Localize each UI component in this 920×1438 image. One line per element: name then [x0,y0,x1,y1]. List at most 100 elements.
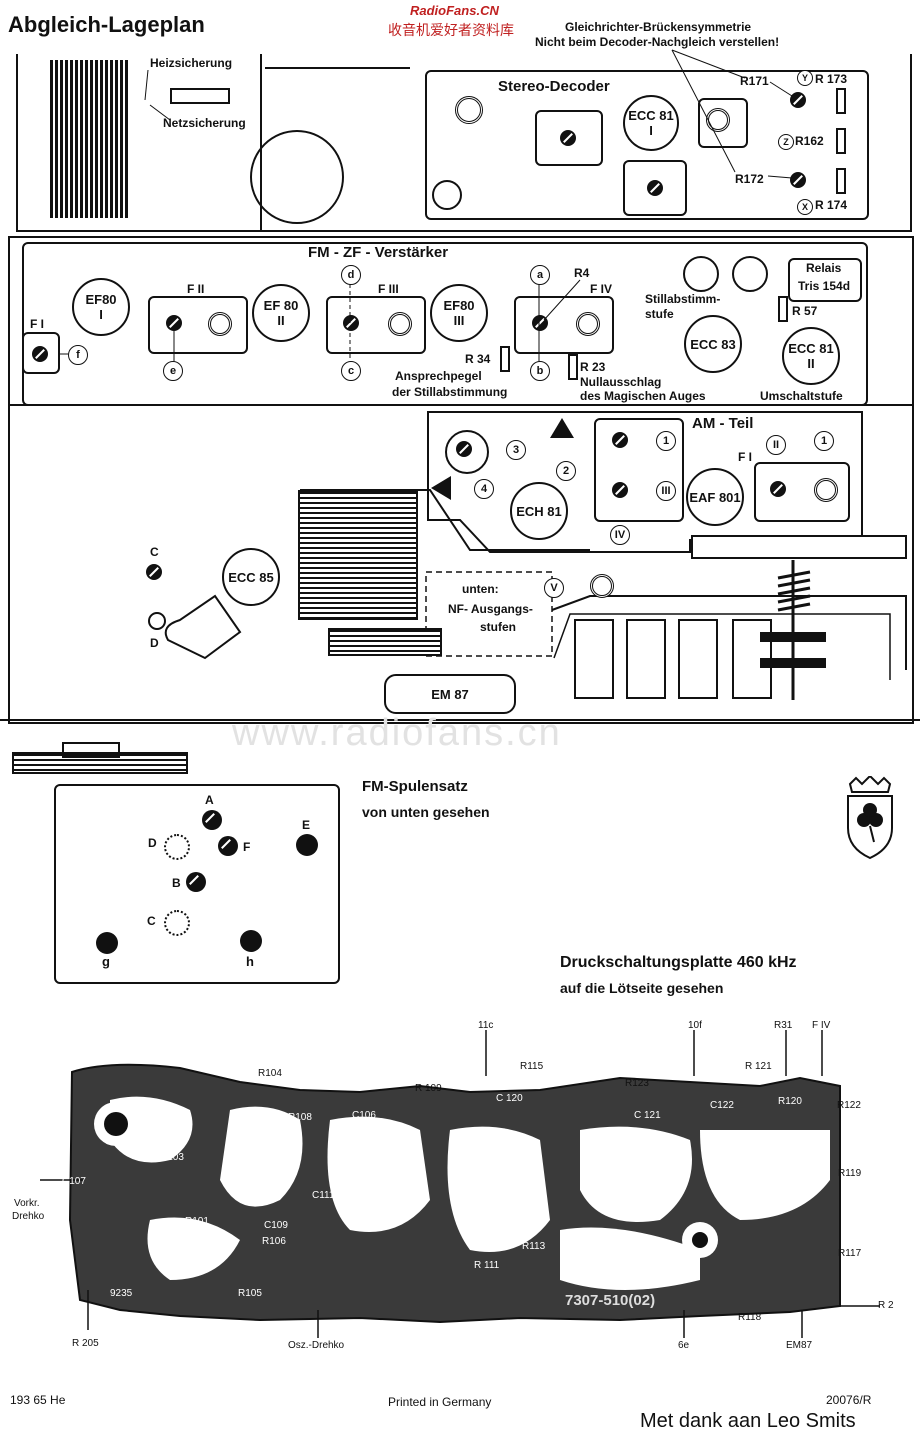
trimmer-r23[interactable] [568,354,578,380]
mark-f: f [68,345,88,365]
spule-F[interactable] [218,836,238,856]
fIII-core[interactable] [343,315,359,331]
pcb-label-r101: R101 [185,1216,209,1227]
am-fI-label: F I [738,450,752,464]
fIII-coil[interactable] [388,312,412,336]
spulensatz-drum [12,752,188,774]
tube-em87: EM 87 [384,674,516,714]
trimmer-r34[interactable] [500,346,510,372]
pcb-artwork [40,1030,880,1338]
decoder-can-2 [623,160,687,216]
decoder-can [535,110,603,166]
tube-ech81-name: ECH 81 [516,503,562,519]
am-fI-coil[interactable] [814,478,838,502]
osc-core-c[interactable] [146,564,162,580]
spule-D[interactable] [164,834,190,860]
osc-core-d[interactable] [148,612,166,630]
trimmer-r174[interactable] [836,168,846,194]
tube-ef80-2-name: EF 80 [263,298,299,313]
pcb-label-vorkr-2: Drehko [12,1211,45,1222]
spule-g[interactable] [96,932,118,954]
fIV-coil[interactable] [576,312,600,336]
r171-label: R171 [740,74,769,88]
footer-left: 193 65 He [10,1393,66,1407]
decoder-title: Stereo-Decoder [498,78,610,95]
decoder-coil-1[interactable] [455,96,483,124]
unten-label-3: stufen [480,620,516,634]
spulensatz-shaft [62,742,120,758]
pcb-label-c121: C 121 [634,1110,661,1121]
pcb-label-c107: C107 [62,1176,86,1187]
decoder-pot-2[interactable] [647,180,663,196]
trimmer-r57[interactable] [778,296,788,322]
tube-ef80-2: EF 80 II [252,284,310,342]
r57-label: R 57 [792,304,818,318]
fm-title: FM - ZF - Verstärker [308,244,449,261]
spule-A[interactable] [202,810,222,830]
am-trimmer-2[interactable] [550,418,574,438]
tube-ecc85: ECC 85 [222,548,280,606]
watermark-mid: www.radiofans.cn [232,712,562,754]
pcb-label-r114: R114 [478,1182,502,1193]
netzsicherung-label: Netzsicherung [163,116,246,130]
mark-am-1a: 1 [656,431,676,451]
r34-label: R 34 [465,352,491,366]
trimmer-r162[interactable] [836,128,846,154]
nf-trimmer[interactable] [590,574,614,598]
tube-ecc85-name: ECC 85 [228,569,274,585]
spule-E[interactable] [296,834,318,856]
fIII-label: F III [378,282,399,296]
decoder-coil-2[interactable] [706,108,730,132]
am-core-3[interactable] [456,441,472,457]
tube-eaf801-name: EAF 801 [689,489,741,505]
footer-right-code: 20076/R [826,1393,872,1407]
relais-label-1: Relais [806,261,842,275]
fII-coil[interactable] [208,312,232,336]
am-core-1[interactable] [612,432,628,448]
am-core-III[interactable] [612,482,628,498]
am-trimmer-4[interactable] [431,476,451,500]
am-filter-box [594,418,684,522]
watermark-cn: 收音机爱好者资料库 [388,22,514,38]
trimmer-r173[interactable] [836,88,846,114]
lower-chassis-frame [8,406,914,724]
decoder-pot-1[interactable] [560,130,576,146]
pcb-label-r118: R118 [738,1312,762,1323]
spule-B[interactable] [186,872,206,892]
fII-core[interactable] [166,315,182,331]
r174-label: R 174 [815,198,848,212]
pcb-label-r108: R108 [288,1112,312,1123]
am-fI-core[interactable] [770,481,786,497]
pcb-label-r106: R106 [262,1236,286,1247]
footer-center: Printed in Germany [388,1395,492,1409]
pcb-label-c109: C109 [264,1220,288,1231]
pcb-label-r104: R104 [258,1068,282,1079]
c-label: C [150,545,159,559]
pcb-label-r115: R115 [520,1061,544,1072]
unten-label-1: unten: [462,582,499,596]
pcb-label-c119: C119 [506,1150,530,1161]
tube-ecc81-2: ECC 81 II [782,327,840,385]
fIV-core[interactable] [532,315,548,331]
spule-h[interactable] [240,930,262,952]
tube-ech81: ECH 81 [510,482,568,540]
mark-am-4: 4 [474,479,494,499]
mark-am-III: III [656,481,676,501]
pcb-subtitle: auf die Lötseite gesehen [560,980,724,996]
fI-core[interactable] [32,346,48,362]
decoder-coil-box [698,98,748,148]
pcb-label-c111: C111 [312,1190,335,1201]
d-label: D [150,636,159,650]
stillabstimm-label-1: Stillabstimm- [645,292,721,306]
heizsicherung-label: Heizsicherung [150,56,233,70]
transformer-frame [16,54,262,230]
tube-ef80-3-num: III [453,313,465,328]
spule-C[interactable] [164,910,190,936]
pcb-label-c106: C106 [352,1110,376,1121]
pcb-board-number: 7307-510(02) [565,1292,656,1309]
trimmer-r171[interactable] [790,92,806,108]
pcb-label-r111: R 111 [474,1260,500,1271]
am-coil-3[interactable] [445,430,489,474]
pcb-label-osz: Osz.-Drehko [288,1340,345,1351]
trimmer-r172[interactable] [790,172,806,188]
